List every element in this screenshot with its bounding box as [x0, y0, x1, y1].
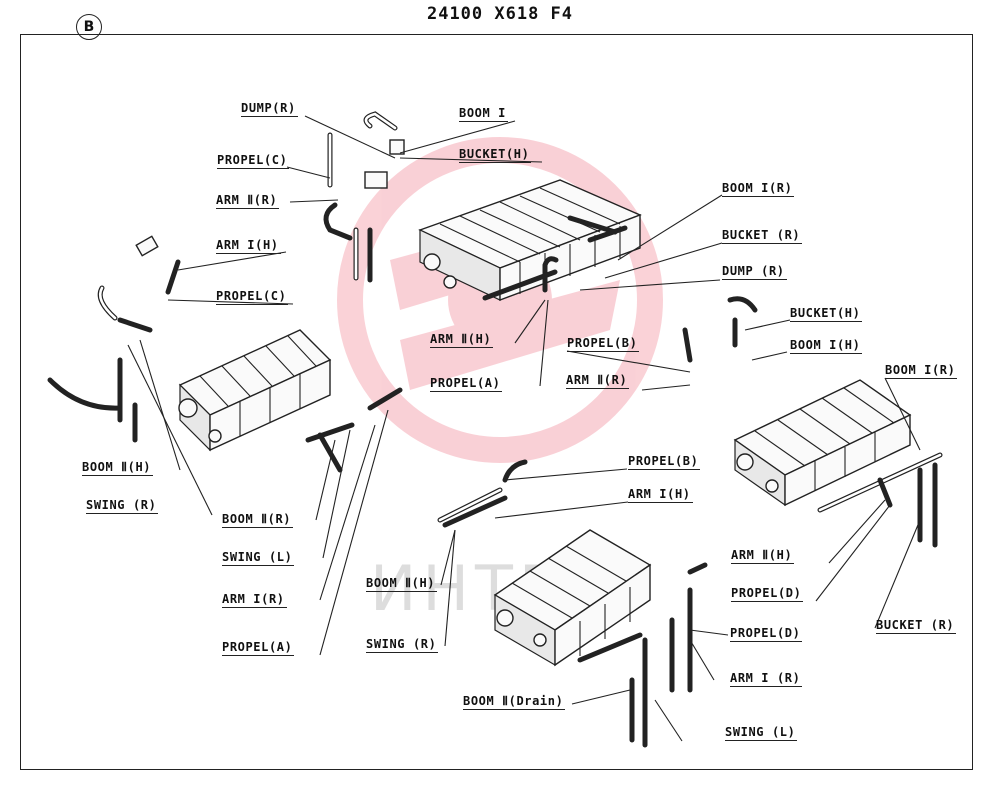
label-arm2-h-right: ARM Ⅱ(H)	[731, 548, 795, 564]
label-boom2-h-bottom: BOOM Ⅱ(H)	[366, 576, 438, 592]
label-arm1-h-left: ARM I(H)	[216, 238, 281, 254]
control-valve-block-3	[733, 379, 912, 507]
part-number-title: 24100 X618 F4	[426, 4, 574, 24]
label-propel-d-bottom: PROPEL(D)	[730, 626, 803, 642]
label-dump-r-top: DUMP(R)	[241, 101, 298, 117]
label-bucket-r-top: BUCKET (R)	[722, 228, 803, 244]
leader-lines	[127, 115, 921, 742]
control-valve-block-2	[178, 329, 332, 452]
label-propel-a-left: PROPEL(A)	[222, 640, 295, 656]
label-swing-r-bottom: SWING (R)	[366, 637, 439, 653]
label-boom2-drain: BOOM Ⅱ(Drain)	[463, 694, 566, 710]
label-propel-b-center: PROPEL(B)	[628, 454, 701, 470]
label-propel-b-right: PROPEL(B)	[567, 336, 640, 352]
label-swing-l-left: SWING (L)	[222, 550, 295, 566]
label-dump-r-mid: DUMP (R)	[722, 264, 787, 280]
label-arm1-r-left: ARM I(R)	[222, 592, 287, 608]
label-boom2-r-left: BOOM Ⅱ(R)	[222, 512, 294, 528]
label-propel-c-left: PROPEL(C)	[216, 289, 289, 305]
label-boom1-h-right: BOOM I(H)	[790, 338, 863, 354]
label-swing-l-bottom: SWING (L)	[725, 725, 798, 741]
label-bucket-h-top: BUCKET(H)	[459, 147, 532, 163]
label-arm2-h-top: ARM Ⅱ(H)	[430, 332, 494, 348]
label-boom1-r-top: BOOM I(R)	[722, 181, 795, 197]
hoses-and-fittings	[47, 111, 943, 748]
label-arm2-r-right: ARM Ⅱ(R)	[566, 373, 630, 389]
label-boom2-h-left: BOOM Ⅱ(H)	[82, 460, 154, 476]
label-propel-c-top: PROPEL(C)	[217, 153, 290, 169]
label-bucket-r-right: BUCKET (R)	[876, 618, 957, 634]
control-valve-block-4	[493, 529, 652, 667]
label-propel-d-right: PROPEL(D)	[731, 586, 804, 602]
label-boom1-r-right: BOOM I(R)	[885, 363, 958, 379]
label-arm1-r-bottom: ARM I (R)	[730, 671, 803, 687]
label-arm2-r-top: ARM Ⅱ(R)	[216, 193, 280, 209]
diagram-frame	[20, 34, 973, 770]
label-swing-r-left: SWING (R)	[86, 498, 159, 514]
view-badge: B	[76, 14, 102, 40]
label-propel-a-top: PROPEL(A)	[430, 376, 503, 392]
label-boom1-top: BOOM I	[459, 106, 508, 122]
label-arm1-h-center: ARM I(H)	[628, 487, 693, 503]
label-bucket-h-right: BUCKET(H)	[790, 306, 863, 322]
